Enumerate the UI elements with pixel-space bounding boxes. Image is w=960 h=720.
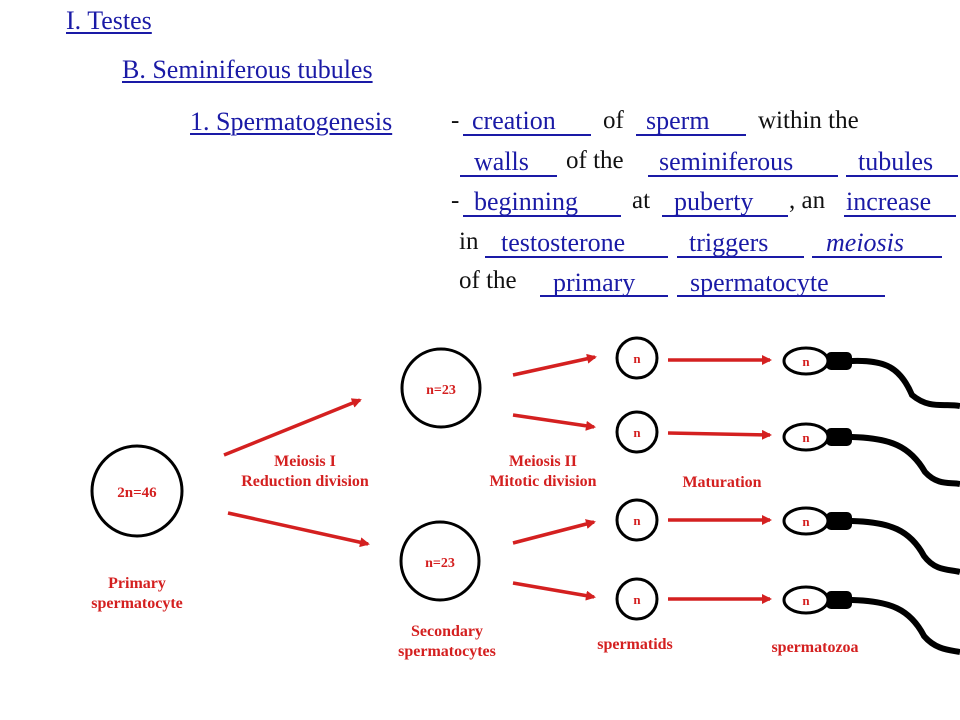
meiosis2-arrow-1: [512, 353, 597, 377]
blank-12: [540, 295, 668, 297]
secondary-spermatocytes-label: Secondary spermatocytes: [372, 622, 522, 662]
meiosis1-title: Meiosis I: [274, 453, 336, 470]
spermatozoon-4: n: [782, 585, 960, 655]
heading-testes: I. Testes: [66, 6, 152, 35]
secondary-top-label: n=23: [426, 383, 456, 398]
blank-1: [463, 134, 591, 136]
meiosis1-subtitle: Reduction division: [241, 473, 369, 490]
answer-triggers: triggers: [689, 228, 769, 257]
word-of-the-1: of the: [566, 147, 624, 174]
dash-1: -: [451, 107, 460, 134]
secondary-spermatocyte-bottom-cell: [399, 520, 481, 602]
word-at: at: [632, 187, 651, 214]
item-spermatogenesis: 1. Spermatogenesis: [190, 107, 393, 136]
meiosis2-subtitle: Mitotic division: [489, 473, 597, 490]
blank-4: [648, 175, 838, 177]
dash-2: -: [451, 187, 460, 214]
word-of-the-2: of the: [459, 267, 517, 294]
blank-11: [812, 256, 942, 258]
meiosis2-title: Meiosis II: [509, 453, 577, 470]
heading-seminiferous-tubules: B. Seminiferous tubules: [122, 55, 373, 84]
blank-3: [460, 175, 557, 177]
spermatozoon-label: n: [802, 354, 810, 369]
answer-seminiferous: seminiferous: [659, 147, 794, 176]
spermatozoon-label: n: [802, 514, 810, 529]
word-comma-an: , an: [789, 187, 826, 214]
answer-sperm: sperm: [646, 106, 710, 135]
answer-primary: primary: [553, 268, 636, 297]
meiosis2-arrow-2: [512, 413, 596, 431]
primary-spermatocyte-cell: [90, 444, 184, 538]
spermatozoon-label: n: [802, 430, 810, 445]
spermatozoon-2: n: [782, 422, 960, 487]
maturation-arrow-2: [667, 429, 772, 440]
blank-10: [677, 256, 804, 258]
spermatid-cell: [615, 498, 659, 542]
blank-13: [677, 295, 885, 297]
secondary-bottom-label: n=23: [425, 556, 455, 571]
blank-6: [463, 215, 621, 217]
meiosis2-arrow-4: [512, 581, 596, 601]
word-of: of: [603, 107, 624, 134]
spermatid-cell: [615, 577, 659, 621]
maturation-label: Maturation: [682, 474, 762, 491]
answer-puberty: puberty: [674, 187, 754, 216]
primary-label-line2: spermatocyte: [91, 595, 183, 612]
primary-spermatocyte-label: Primary spermatocyte: [67, 574, 207, 614]
word-within-the: within the: [758, 107, 859, 134]
spermatid-label: n: [633, 592, 641, 607]
answer-increase: increase: [846, 187, 932, 216]
spermatid-label: n: [633, 351, 641, 366]
spermatids-label: spermatids: [597, 636, 673, 653]
answer-beginning: beginning: [474, 187, 578, 216]
blank-8: [844, 215, 956, 217]
answer-tubules: tubules: [858, 147, 934, 176]
blank-7: [662, 215, 788, 217]
primary-cell-label: 2n=46: [117, 485, 157, 501]
secondary-label-line2: spermatocytes: [398, 643, 496, 660]
answer-meiosis: meiosis: [826, 228, 904, 257]
primary-label-line1: Primary: [108, 575, 166, 592]
secondary-label-line1: Secondary: [411, 623, 483, 640]
blank-5: [846, 175, 958, 177]
spermatozoon-3: n: [782, 506, 960, 575]
meiosis1-label: Meiosis I Reduction division: [215, 452, 395, 492]
spermatid-cell: [615, 410, 659, 454]
blank-9: [485, 256, 668, 258]
answer-spermatocyte: spermatocyte: [690, 268, 829, 297]
spermatozoon-1: n: [782, 346, 960, 409]
meiosis2-label: Meiosis II Mitotic division: [463, 452, 623, 492]
meiosis1-arrow-down: [227, 511, 370, 548]
answer-walls: walls: [474, 147, 529, 176]
answer-creation: creation: [472, 106, 556, 135]
meiosis2-arrow-3: [512, 519, 596, 545]
answer-testosterone: testosterone: [501, 228, 626, 257]
spermatid-label: n: [633, 513, 641, 528]
secondary-spermatocyte-top-cell: [400, 347, 482, 429]
spermatozoa-label: spermatozoa: [771, 639, 859, 656]
blank-2: [636, 134, 746, 136]
meiosis1-arrow-up: [223, 398, 362, 457]
word-in: in: [459, 228, 479, 255]
spermatid-cell: [615, 336, 659, 380]
spermatid-label: n: [633, 425, 641, 440]
spermatozoon-label: n: [802, 593, 810, 608]
